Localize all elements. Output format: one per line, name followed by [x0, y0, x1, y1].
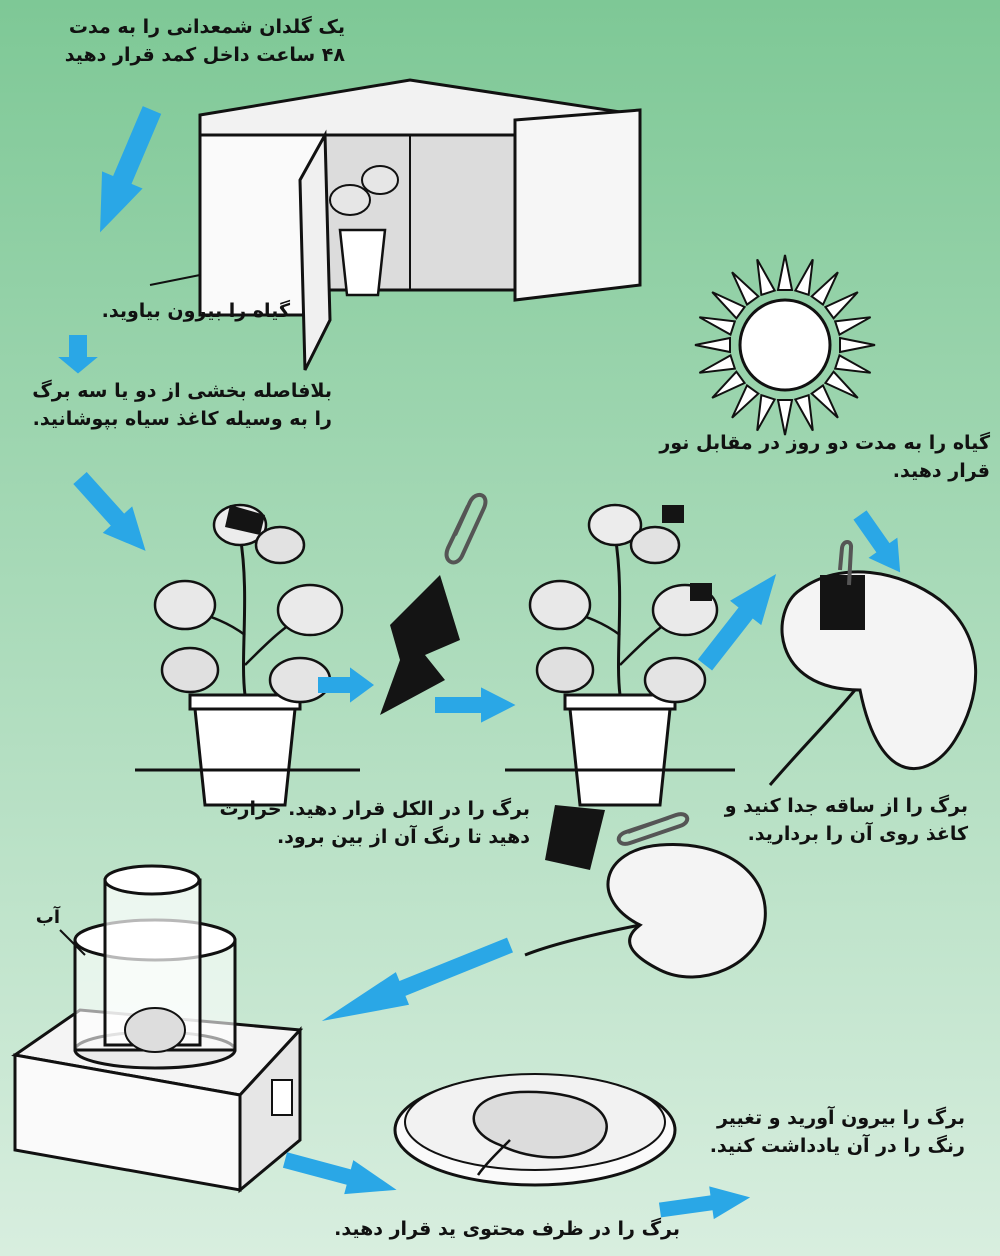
sun-ray	[711, 370, 747, 399]
step-8-label: برگ را بیرون آورید و تغییر رنگ را در آن …	[709, 1107, 965, 1157]
sun-ray	[793, 393, 814, 432]
step-3-label: بلافاصله بخشی از دو یا سه برگ را به وسیل…	[32, 380, 332, 430]
sun-ray	[810, 383, 839, 419]
sun-ray	[776, 399, 794, 436]
sun-ray	[698, 353, 737, 374]
heater-beaker-icon	[11, 864, 304, 1194]
sun-ray	[698, 316, 737, 337]
sun-ray	[756, 393, 777, 432]
sun-ray	[839, 336, 876, 354]
sun-ray	[694, 336, 731, 354]
water-label: آب	[35, 907, 60, 928]
sun-ray	[833, 316, 872, 337]
sun-ray	[823, 291, 859, 320]
step-1-label: یک گلدان شمعدانی را به مدت ۴۸ ساعت داخل …	[64, 16, 345, 66]
cabinet-icon	[149, 78, 642, 371]
black-paper-icon	[380, 575, 605, 870]
leaf-icon	[524, 540, 978, 979]
sun-ray	[756, 258, 777, 297]
step-7-label: برگ را در ظرف محتوی ید قرار دهید.	[334, 1218, 680, 1240]
sun-ray	[810, 271, 839, 307]
sun-icon	[694, 254, 876, 436]
step-4-label: گیاه را به مدت دو روز در مقابل نور قرار …	[659, 432, 990, 482]
step-2-label: گیاه را بیرون بیاوید.	[101, 300, 290, 322]
sun-ray	[731, 383, 760, 419]
sun-ray	[711, 291, 747, 320]
paper-clip-icon	[444, 492, 690, 846]
step-5-label: برگ را از ساقه جدا کنید و کاغذ روی آن را…	[724, 795, 968, 845]
sun-ray	[833, 353, 872, 374]
sun-ray	[823, 370, 859, 399]
step-6-label: برگ را در الکل قرار دهید. حرارت دهید تا …	[219, 798, 530, 848]
sun-ray	[731, 271, 760, 307]
sun-ray	[776, 254, 794, 291]
potted-plant-icon	[528, 503, 719, 807]
sun-ray	[793, 258, 814, 297]
potted-plant-icon	[153, 503, 344, 807]
petri-dish-icon	[393, 1073, 677, 1187]
